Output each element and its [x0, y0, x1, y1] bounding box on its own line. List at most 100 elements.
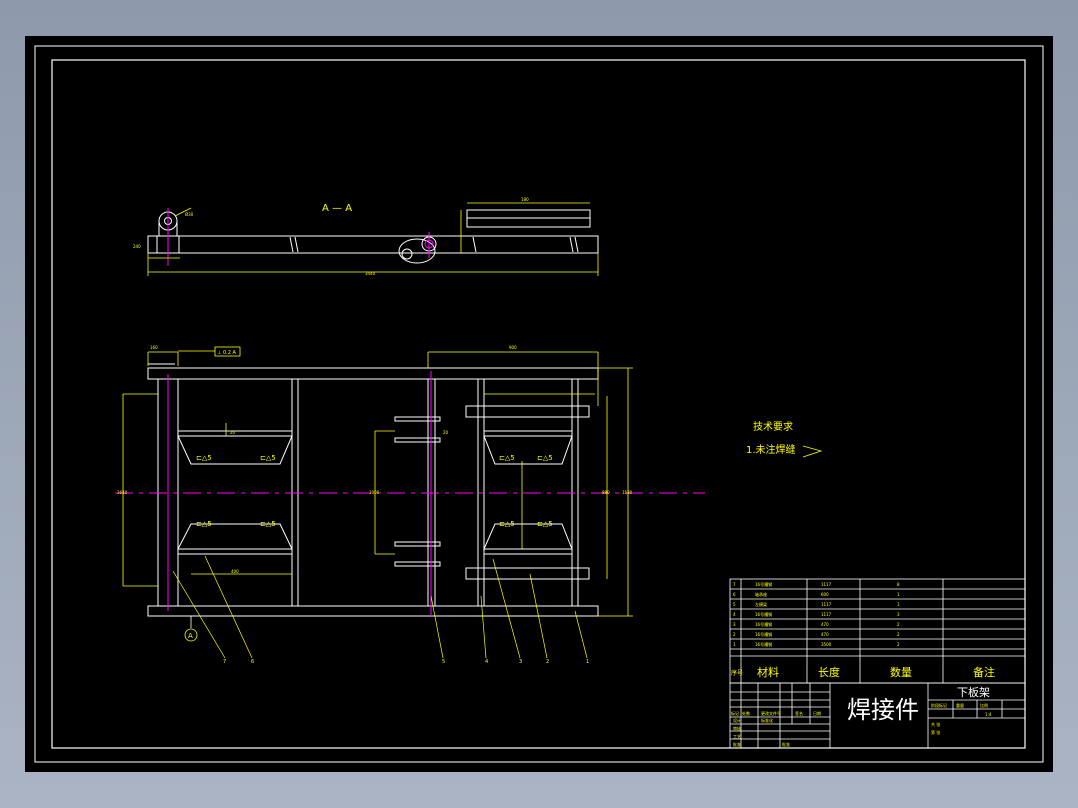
tb-cell: 签名	[795, 710, 803, 716]
tb-cell: 审核	[733, 725, 741, 731]
bom-header-remark: 备注	[973, 665, 995, 679]
dim-right-v: 1530	[622, 490, 633, 495]
bom-cell: 5	[733, 602, 736, 607]
bom-header-qty: 数量	[890, 666, 912, 679]
bom-cell: 1	[897, 602, 900, 607]
plan-dims	[122, 351, 633, 617]
title-block-text: 标记 处数 更改文件号 签名 日期 设计 审核 工艺 批准 标准化 批准 阶段标…	[731, 702, 992, 747]
bom-cell: 2	[897, 632, 900, 637]
part-number: 1	[586, 659, 589, 665]
datum-label: A	[188, 632, 193, 640]
plan-centerlines	[115, 371, 705, 616]
dim-overall: 3440	[365, 271, 376, 276]
tb-cell: 标记	[731, 710, 739, 716]
part-number: 4	[485, 659, 488, 665]
part-number: 3	[519, 659, 522, 665]
outer-border	[34, 45, 1044, 763]
weld-symbol: ⊏△5	[499, 454, 515, 462]
bom-header: 序号 材料 长度 数量 备注	[731, 665, 995, 679]
tech-req-title: 技术要求	[753, 420, 793, 433]
part-type-title: 焊接件	[847, 696, 919, 724]
dim-gap2: 20	[443, 430, 449, 435]
tb-scale-value: 1:4	[985, 712, 992, 717]
tb-cell: 批准	[782, 741, 790, 747]
tb-cell: 标准化	[761, 717, 773, 723]
part-number: 6	[251, 659, 254, 665]
bom-header-length: 长度	[818, 665, 840, 679]
part-number: 7	[223, 659, 226, 665]
dim-hole: Ø30	[185, 212, 194, 217]
bom-header-no: 序号	[731, 669, 743, 677]
dim-mid-v: 1000	[369, 490, 380, 495]
datum-A: A	[184, 616, 198, 642]
dim-plan-right: 900	[509, 345, 517, 350]
bom-cell: 4	[733, 612, 736, 617]
tb-cell: 设计	[733, 717, 741, 723]
bom-cell: 1117	[821, 602, 832, 607]
tb-scale: 比例	[980, 702, 988, 708]
dim-gap1: 20	[230, 430, 236, 435]
section-centerlines	[167, 208, 434, 266]
bom-cell: 左横梁	[755, 601, 767, 607]
dim-bot: 400	[231, 569, 239, 574]
bom-cell: 1	[733, 642, 736, 647]
tb-cell: 工艺	[733, 734, 741, 739]
tech-req-item1: 1.未注焊缝	[746, 443, 796, 456]
dim-left-v: 1640	[117, 490, 128, 495]
dim-ri: 880	[602, 490, 610, 495]
bom-cell: 8	[897, 582, 900, 587]
weld-symbol: ⊏△5	[537, 520, 553, 528]
tb-cell: 批准	[733, 741, 741, 747]
weld-note-arrow	[802, 445, 823, 458]
dim-sub: 180	[521, 197, 529, 202]
bom-cell: 16号槽钢	[755, 631, 772, 637]
drawing-name: 下板架	[957, 685, 990, 699]
bom-cell: 轴承座	[755, 591, 767, 597]
bom-cell: 16号槽钢	[755, 581, 772, 587]
bom-cell: 470	[821, 622, 829, 627]
section-dims	[147, 202, 599, 276]
bom-cell: 6	[733, 592, 736, 597]
bom-cell: 1117	[821, 612, 832, 617]
dim-height: 240	[133, 244, 141, 249]
drawing-sheet[interactable]: A — A 3440 240 180 Ø30	[25, 36, 1053, 772]
bom-cell: 470	[821, 632, 829, 637]
part-numbers: 7 6 5 4 3 2 1	[223, 659, 589, 665]
inner-border	[51, 59, 1026, 749]
bom-cell: 2	[733, 632, 736, 637]
bom-cell: 16号槽钢	[755, 611, 772, 617]
weld-symbol: ⊏△5	[196, 454, 212, 462]
bom-cell: 16号槽钢	[755, 641, 772, 647]
part-number: 2	[546, 659, 549, 665]
weld-symbol: ⊏△5	[196, 520, 212, 528]
tb-cell: 日期	[813, 710, 821, 716]
tolerance-text: ⊥ 0.2 A	[217, 350, 236, 356]
title-block	[729, 682, 1026, 749]
tolerance-frame: ⊥ 0.2 A	[178, 346, 241, 357]
bom-rows: 7 16号槽钢 1117 8 6 轴承座 600 1 5 左横梁 1117 1 …	[733, 581, 900, 647]
weld-symbol: ⊏△5	[260, 520, 276, 528]
section-view	[147, 209, 599, 264]
tb-stage: 阶段标记	[931, 702, 947, 708]
part-leaders	[172, 555, 588, 659]
tb-weight: 重量	[956, 702, 964, 708]
dim-plan-top: 160	[150, 345, 158, 350]
tb-cell: 更改文件号	[761, 710, 781, 716]
weld-symbol: ⊏△5	[260, 454, 276, 462]
bom-cell: 2	[897, 642, 900, 647]
bom-cell: 3	[733, 622, 736, 627]
bom-cell: 3500	[821, 642, 832, 647]
section-label: A — A	[322, 203, 352, 214]
weld-symbol: ⊏△5	[537, 454, 553, 462]
bom-cell: 2	[897, 622, 900, 627]
bom-cell: 16号槽钢	[755, 621, 772, 627]
bom-cell: 7	[733, 582, 736, 587]
part-number: 5	[442, 659, 445, 665]
drawing-canvas: A — A 3440 240 180 Ø30	[34, 45, 1044, 763]
bom-header-material: 材料	[757, 665, 779, 679]
weld-symbol: ⊏△5	[499, 520, 515, 528]
tb-sheet: 共 张	[931, 721, 940, 727]
bom-cell: 1	[897, 592, 900, 597]
tb-cell: 处数	[742, 710, 750, 716]
